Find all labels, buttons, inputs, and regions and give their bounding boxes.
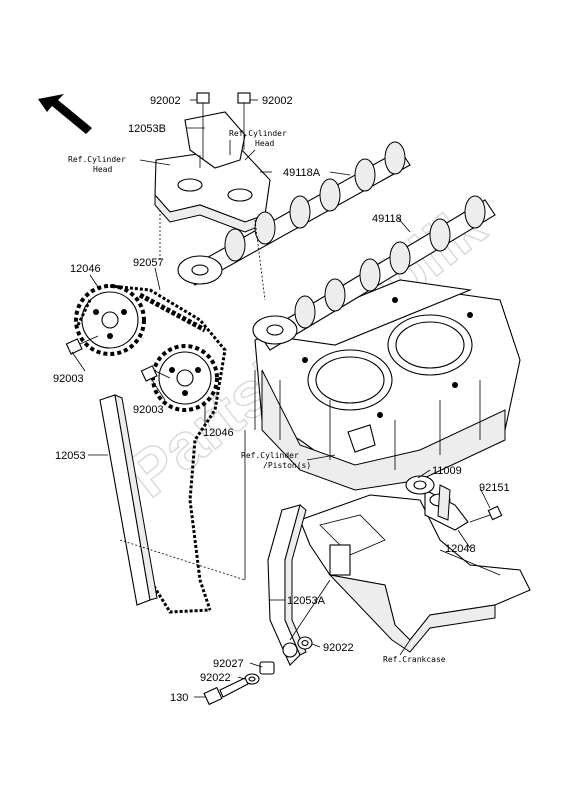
- label-12046-lower: 12046: [203, 427, 234, 439]
- label-92022-right: 92022: [323, 642, 354, 654]
- arrow-up-left-icon: [38, 94, 92, 134]
- label-92003-right: 92003: [133, 404, 164, 416]
- label-49118: 49118: [372, 213, 402, 225]
- label-12046-upper: 12046: [70, 263, 101, 275]
- washer-92022-right: [297, 636, 313, 650]
- label-92057: 92057: [133, 257, 164, 269]
- ref-cylinder-head-right-line1: Ref.Cylinder: [229, 129, 287, 138]
- label-12053: 12053: [55, 450, 86, 462]
- label-92151: 92151: [479, 482, 510, 494]
- gasket-11009: [405, 475, 435, 495]
- bolt-92151: [469, 505, 503, 523]
- label-12053b: 12053B: [128, 123, 166, 135]
- construction-lines: [119, 210, 331, 641]
- label-11009: 11009: [432, 465, 462, 477]
- crankcase: [299, 494, 531, 653]
- bolt-92002-right: [237, 92, 251, 150]
- ref-cylinder-head-left-line2: Head: [93, 165, 112, 174]
- camshaft-49118a: [177, 141, 411, 286]
- camshaft-49118: [252, 195, 496, 351]
- ref-cylinder-piston-line1: Ref.Cylinder: [241, 451, 299, 460]
- leader-lines: [71, 99, 491, 698]
- bolt-92003-right: [140, 365, 171, 382]
- ref-cylinder-piston-line2: /Piston(s): [263, 461, 311, 470]
- label-92002-right: 92002: [262, 95, 293, 107]
- cylinder-block: [254, 279, 521, 491]
- bolt-92003-left: [65, 335, 99, 355]
- label-92027: 92027: [213, 658, 244, 670]
- label-92022-lower: 92022: [200, 672, 231, 684]
- label-92002-left: 92002: [150, 95, 181, 107]
- label-92003-left: 92003: [53, 373, 84, 385]
- chain-guide-12053: [99, 394, 158, 606]
- ref-crankcase: Ref.Crankcase: [383, 655, 446, 664]
- chain-guide-12053a: [267, 504, 307, 666]
- label-12053a: 12053A: [287, 595, 326, 607]
- bolt-130: [203, 677, 249, 706]
- label-130: 130: [170, 692, 188, 704]
- ref-cylinder-head-right-line2: Head: [255, 139, 274, 148]
- collar-92027: [259, 661, 275, 675]
- sprocket-12046-upper: [74, 284, 146, 356]
- tensioner-12048: [424, 484, 469, 531]
- ref-cylinder-head-left-line1: Ref.Cylinder: [68, 155, 126, 164]
- sprocket-12046-lower: [151, 344, 219, 412]
- bolt-92002-left: [196, 92, 210, 160]
- label-49118a: 49118A: [283, 167, 321, 179]
- label-12048: 12048: [445, 543, 476, 555]
